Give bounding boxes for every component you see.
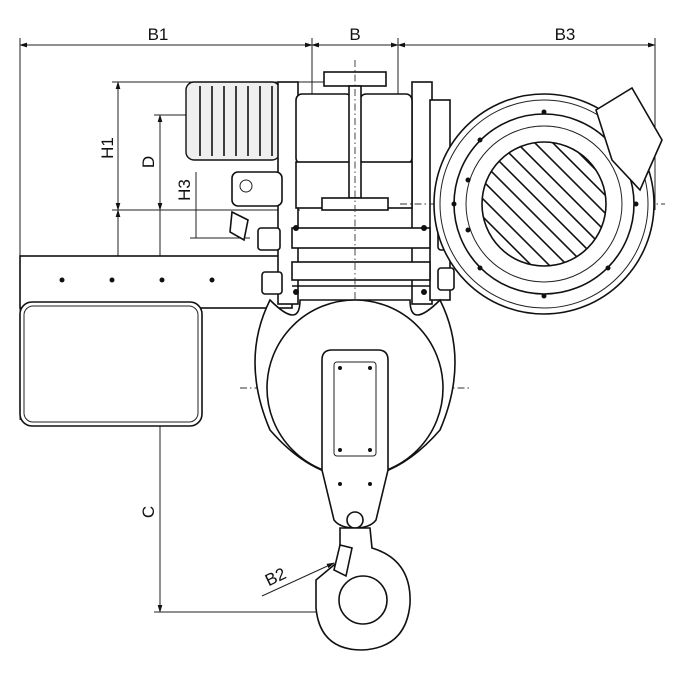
dim-label-d: D — [139, 156, 158, 168]
dim-label-b3: B3 — [555, 25, 576, 44]
dim-label-b: B — [349, 25, 360, 44]
dim-label-b2: B2 — [262, 564, 289, 590]
dim-label-b1: B1 — [148, 25, 169, 44]
control-box — [19, 255, 293, 427]
dim-label-h1: H1 — [98, 137, 117, 159]
dim-label-h3: H3 — [175, 179, 194, 201]
hoist-drum-housing — [433, 86, 663, 315]
bottom-block — [254, 298, 456, 529]
b2-dimension — [261, 562, 335, 597]
dim-label-c: C — [139, 506, 158, 518]
hook — [315, 527, 411, 651]
